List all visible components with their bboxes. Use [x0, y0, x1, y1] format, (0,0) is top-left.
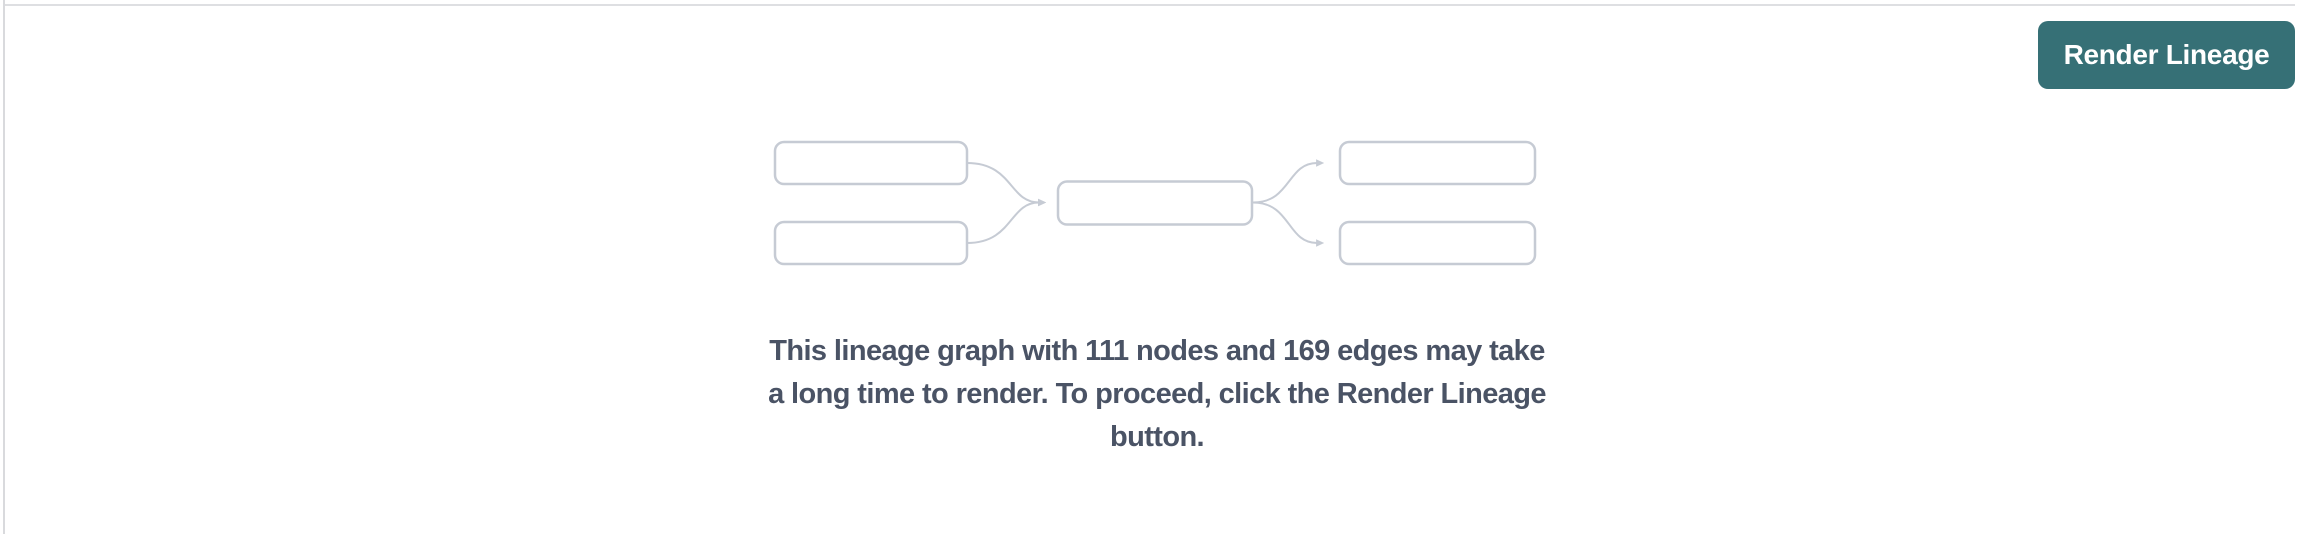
lineage-graph-placeholder-icon: [773, 140, 1537, 266]
edge-upstream-bottom: [966, 198, 1047, 244]
edge-downstream-top: [1252, 159, 1325, 204]
node-box-center: [1056, 180, 1254, 226]
panel-top-border: [5, 4, 2295, 6]
node-box-upstream-bottom: [773, 220, 969, 266]
node-box-downstream-top: [1338, 140, 1537, 186]
node-box-upstream-top: [773, 140, 969, 186]
render-lineage-button[interactable]: Render Lineage: [2038, 21, 2295, 89]
panel-left-border: [3, 0, 5, 534]
lineage-warning-message: This lineage graph with 111 nodes and 16…: [657, 330, 1657, 459]
edge-upstream-top: [966, 162, 1047, 207]
node-box-downstream-bottom: [1338, 220, 1537, 266]
message-line-2: a long time to render. To proceed, click…: [768, 378, 1546, 410]
edge-downstream-bottom: [1252, 201, 1325, 247]
message-line-3: button.: [1109, 421, 1205, 453]
message-line-1: This lineage graph with 111 nodes and 16…: [769, 335, 1545, 367]
